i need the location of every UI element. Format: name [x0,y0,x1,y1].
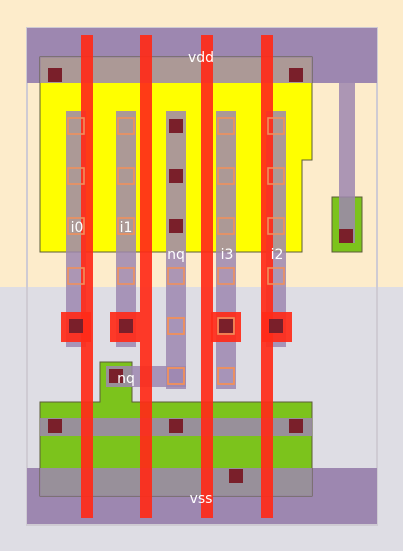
via-square [67,117,85,135]
label-vss: vss [190,491,213,507]
via-square [217,167,235,185]
contact-group [48,68,353,483]
contact-square [169,169,183,183]
via-square [267,167,285,185]
contact-square [169,119,183,133]
contact-square [229,469,243,483]
label-i0: i0 [71,220,84,236]
via-square [217,367,235,385]
via-square [217,217,235,235]
contact-square [109,369,123,383]
poly-gate-nq [201,35,213,518]
poly-gate-i1 [140,35,152,518]
via-square [117,267,135,285]
via-square [217,317,235,335]
contact-square [169,419,183,433]
contact-square [219,319,233,333]
label-nq-top: nq [167,247,185,263]
poly-gate-i2 [261,35,273,518]
via-square [267,267,285,285]
via-square [67,267,85,285]
label-i1: i1 [120,220,133,236]
contact-square [48,419,62,433]
i1-metal [116,111,136,347]
via-square [267,217,285,235]
label-i2: i2 [271,247,284,263]
well-tap-strap [339,83,355,243]
via-square [117,217,135,235]
contact-square [289,419,303,433]
contact-square [69,319,83,333]
via-square [67,217,85,235]
label-i3: i3 [221,247,234,263]
via-square [167,267,185,285]
label-vdd: vdd [188,50,214,66]
via-square [117,167,135,185]
via-square [267,117,285,135]
via-group [67,117,285,385]
contact-square [289,68,303,82]
contact-square [169,219,183,233]
via-square [167,367,185,385]
via-square [167,317,185,335]
contact-square [119,319,133,333]
poly-gate-i0 [81,35,93,518]
via-square [67,167,85,185]
contact-square [339,229,353,243]
via-square [117,117,135,135]
contact-square [269,319,283,333]
label-nq-bottom: nq [117,371,135,387]
via-square [217,267,235,285]
contact-square [48,68,62,82]
via-square [217,117,235,135]
